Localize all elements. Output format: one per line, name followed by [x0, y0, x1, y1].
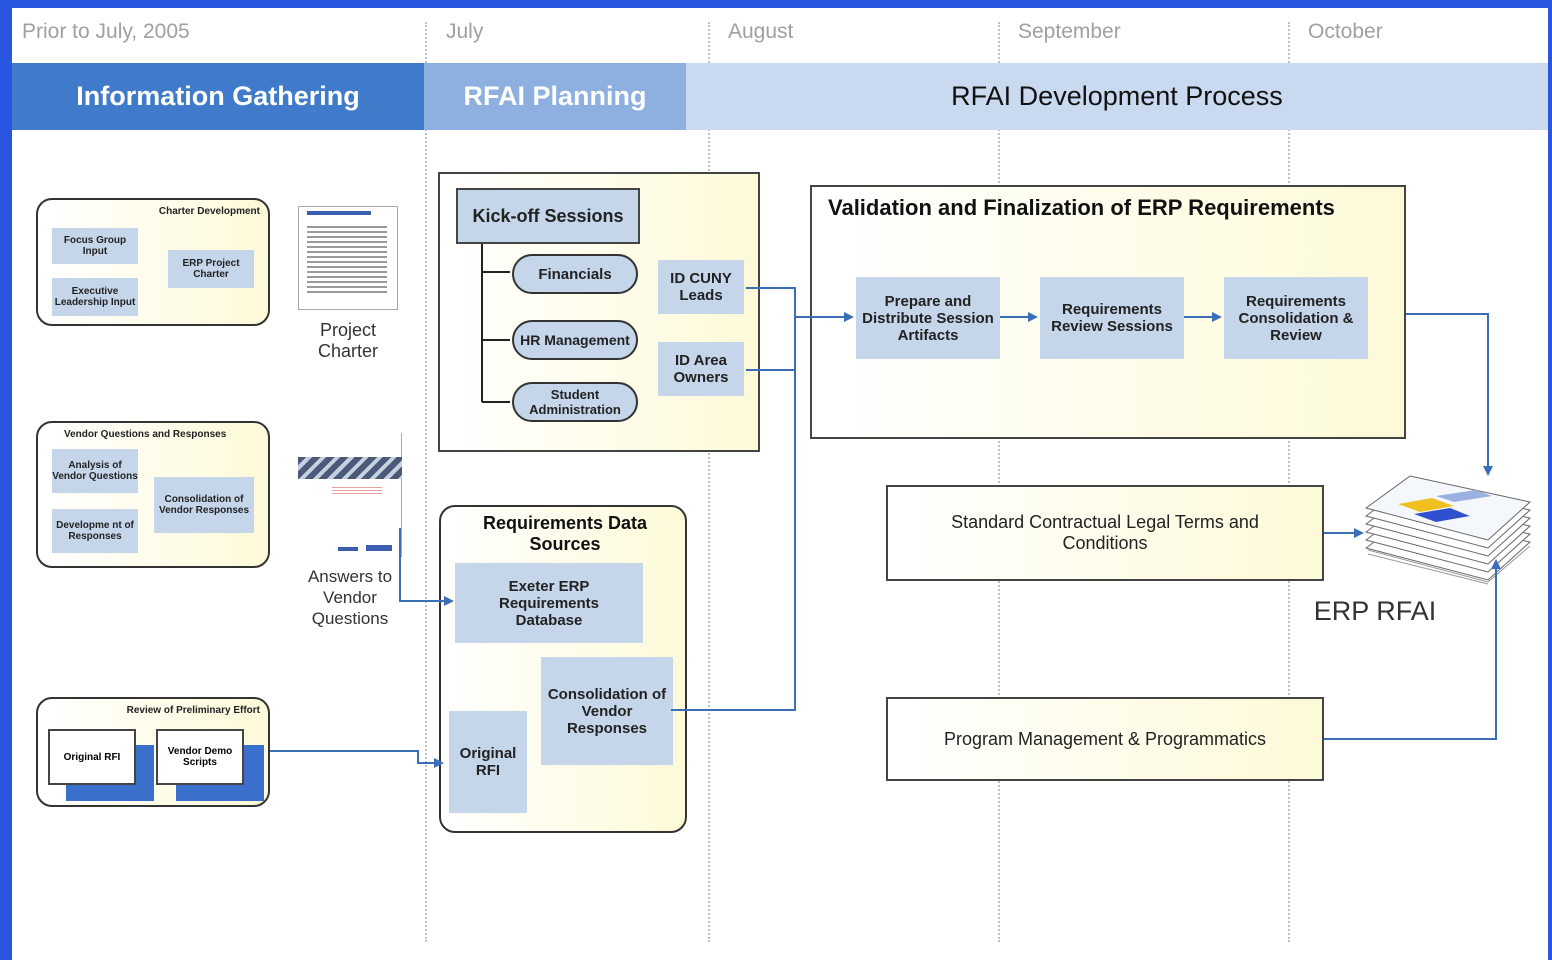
student-administration-pill: Student Administration: [512, 382, 638, 422]
phase-information-gathering: Information Gathering: [12, 63, 424, 130]
timeline-divider: [998, 22, 1000, 942]
hr-management-pill: HR Management: [512, 320, 638, 360]
requirements-consolidation-review-box: Requirements Consolidation & Review: [1224, 277, 1368, 359]
focus-group-input-box: Focus Group Input: [52, 228, 138, 264]
erp-rfai-document-stack-icon: [1358, 470, 1538, 588]
validation-finalization-title: Validation and Finalization of ERP Requi…: [828, 195, 1335, 220]
id-area-owners-box: ID Area Owners: [658, 342, 744, 396]
project-charter-caption: Project Charter: [317, 320, 379, 361]
erp-project-charter-box: ERP Project Charter: [168, 250, 254, 288]
development-responses-box: Developme nt of Responses: [52, 509, 138, 553]
kickoff-sessions-box: Kick-off Sessions: [456, 188, 640, 244]
requirements-data-sources-group: Requirements Data Sources Exeter ERP Req…: [439, 505, 687, 833]
consolidation-vendor-responses-source-box: Consolidation of Vendor Responses: [541, 657, 673, 765]
exeter-database-box: Exeter ERP Requirements Database: [455, 563, 643, 643]
month-september: September: [1018, 20, 1121, 43]
executive-leadership-input-box: Executive Leadership Input: [52, 278, 138, 316]
diagram-canvas: Prior to July, 2005 July August Septembe…: [12, 8, 1548, 960]
kickoff-sessions-group: Kick-off Sessions Financials HR Manageme…: [438, 172, 760, 452]
month-august: August: [728, 20, 794, 43]
month-july: July: [446, 20, 484, 43]
analysis-vendor-questions-box: Analysis of Vendor Questions: [52, 449, 138, 493]
answers-vendor-questions-caption: Answers to Vendor Questions: [307, 567, 393, 628]
answers-document-icon: [298, 433, 402, 557]
project-charter-document-icon: [298, 206, 398, 310]
month-october: October: [1308, 20, 1383, 43]
month-prior: Prior to July, 2005: [22, 20, 190, 43]
requirements-data-sources-title: Requirements Data Sources: [482, 513, 648, 554]
original-rfi-source-box: Original RFI: [449, 711, 527, 813]
financials-pill: Financials: [512, 254, 638, 294]
preliminary-effort-title: Review of Preliminary Effort: [126, 705, 260, 716]
vendor-questions-group: Vendor Questions and Responses Analysis …: [36, 421, 270, 568]
timeline-divider: [708, 22, 710, 942]
timeline-divider: [425, 22, 427, 942]
charter-development-group: Charter Development Focus Group Input Ex…: [36, 198, 270, 326]
preliminary-effort-group: Review of Preliminary Effort Original RF…: [36, 697, 270, 807]
program-management-box: Program Management & Programmatics: [886, 697, 1324, 781]
original-rfi-doc: Original RFI: [48, 729, 136, 785]
erp-rfai-label: ERP RFAI: [1313, 596, 1437, 626]
standard-contractual-terms-box: Standard Contractual Legal Terms and Con…: [886, 485, 1324, 581]
requirements-review-sessions-box: Requirements Review Sessions: [1040, 277, 1184, 359]
consolidation-vendor-responses-box: Consolidation of Vendor Responses: [154, 477, 254, 533]
vendor-questions-title: Vendor Questions and Responses: [64, 429, 227, 440]
id-cuny-leads-box: ID CUNY Leads: [658, 260, 744, 314]
validation-finalization-group: Validation and Finalization of ERP Requi…: [810, 185, 1406, 439]
prepare-distribute-artifacts-box: Prepare and Distribute Session Artifacts: [856, 277, 1000, 359]
vendor-demo-scripts-doc: Vendor Demo Scripts: [156, 729, 244, 785]
phase-rfai-development: RFAI Development Process: [686, 63, 1548, 130]
timeline-divider: [1288, 22, 1290, 942]
charter-development-title: Charter Development: [158, 206, 260, 217]
phase-rfai-planning: RFAI Planning: [424, 63, 686, 130]
